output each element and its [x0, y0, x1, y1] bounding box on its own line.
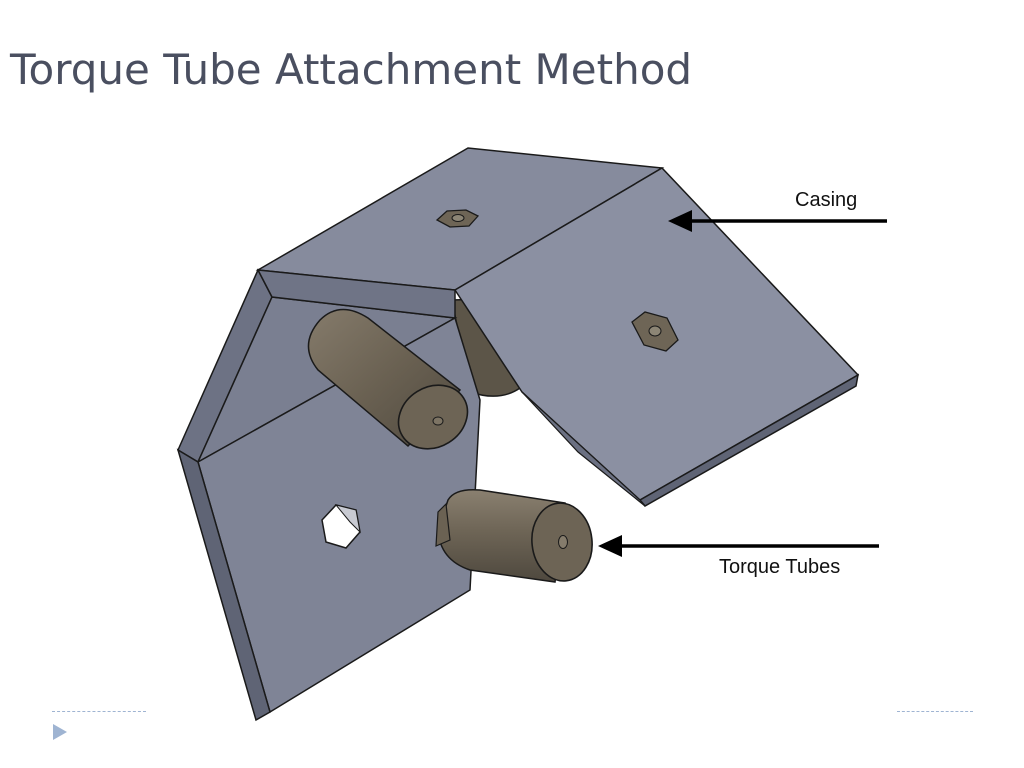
- casing-label: Casing: [795, 189, 858, 211]
- hex-hole-left: [321, 504, 361, 549]
- torque-tubes-label: Torque Tubes: [719, 556, 841, 578]
- triangle-right-icon: [53, 724, 67, 740]
- footer-rule-left: [52, 711, 146, 712]
- lower-torque-tube: [435, 488, 593, 583]
- slide-title: Torque Tube Attachment Method: [10, 45, 693, 94]
- casing-arrow: [668, 210, 887, 232]
- hex-nut-top: [435, 209, 480, 228]
- torque-tubes-arrow: [598, 535, 879, 557]
- casing: [176, 147, 860, 722]
- hex-nut-right: [631, 311, 679, 352]
- footer-rule-right: [897, 711, 973, 712]
- upper-torque-tube: [307, 308, 469, 450]
